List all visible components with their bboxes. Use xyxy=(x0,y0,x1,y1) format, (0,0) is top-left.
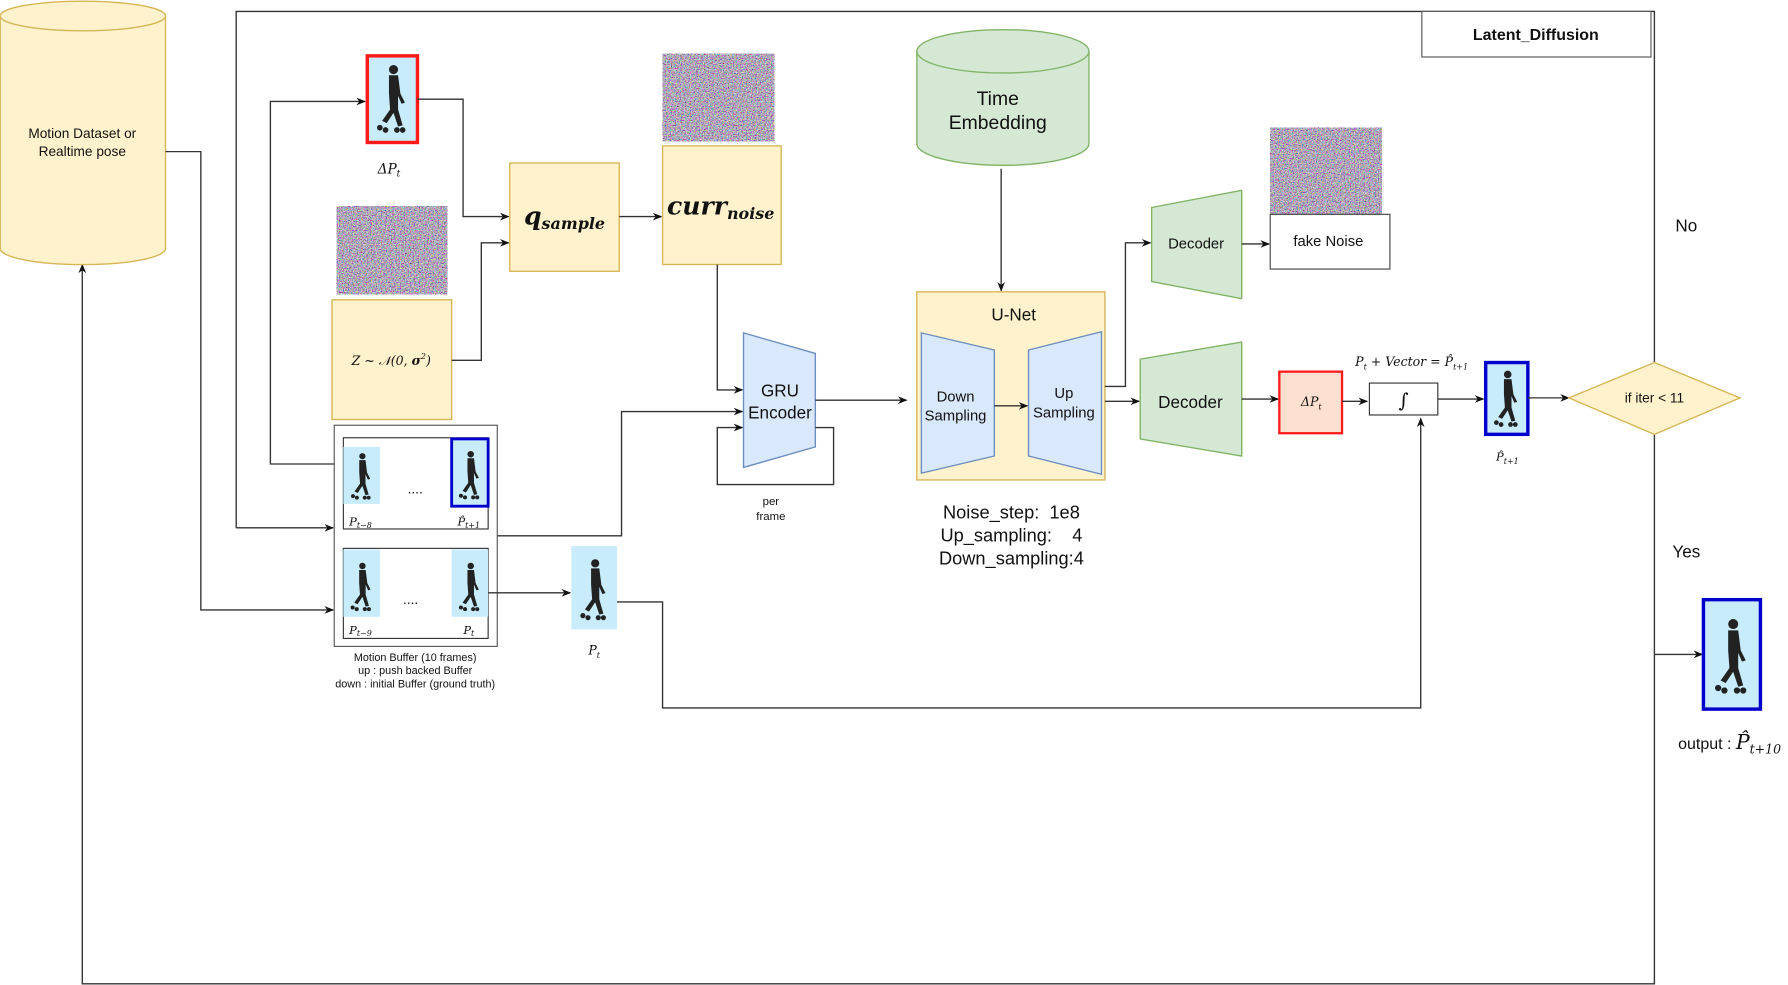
svg-text:Decoder: Decoder xyxy=(1168,237,1224,253)
svg-text:....: .... xyxy=(408,482,423,497)
motion-buffer: .... Pt−8 P̂t+1 .... Pt−9 Pt Motion Buff… xyxy=(333,424,498,690)
noise-image xyxy=(336,206,448,295)
svg-text:GRU: GRU xyxy=(761,382,799,401)
svg-text:Down: Down xyxy=(937,389,975,405)
z-to-qsample-arrow xyxy=(451,238,510,361)
per-frame-label: per xyxy=(763,496,780,508)
unet-block: U-Net Down Sampling Up Sampling xyxy=(916,291,1106,481)
buffer-to-delta-arrow xyxy=(269,97,366,465)
svg-text:Up: Up xyxy=(1054,386,1073,402)
svg-text:Pt: Pt xyxy=(462,623,475,638)
decoder-bottom: Decoder xyxy=(1139,341,1243,457)
time-embedding-cylinder: Time Embedding xyxy=(916,28,1090,166)
gru-loop-arrow xyxy=(716,423,835,486)
delta-to-qsample-arrow xyxy=(417,98,510,221)
title-text: Latent_Diffusion xyxy=(1473,27,1599,44)
svg-text:P̂t+1: P̂t+1 xyxy=(456,515,480,530)
gru-encoder: GRU Encoder xyxy=(742,331,817,469)
svg-text:currnoise: currnoise xyxy=(667,190,774,223)
svg-text:Down_sampling:4: Down_sampling:4 xyxy=(939,547,1084,569)
up-sampling-block xyxy=(1027,330,1103,476)
svg-text:Pt: Pt xyxy=(587,642,600,659)
unet-params: Noise_step: 1e8 Up_sampling: 4 Down_samp… xyxy=(939,502,1084,570)
svg-text:∫: ∫ xyxy=(1399,389,1409,412)
yes-label: Yes xyxy=(1672,542,1700,561)
noise-image xyxy=(1270,127,1382,215)
decoder-top: Decoder xyxy=(1150,189,1243,300)
svg-text:Sampling: Sampling xyxy=(925,409,987,425)
svg-text:P̂t+1: P̂t+1 xyxy=(1495,450,1519,466)
svg-text:ΔPt: ΔPt xyxy=(1300,394,1322,411)
svg-text:Time: Time xyxy=(977,88,1019,110)
pt-to-integral-arrow xyxy=(616,417,1425,709)
delta-pt-frame: ΔPt xyxy=(365,54,420,180)
svg-text:up : push backed Buffer: up : push backed Buffer xyxy=(358,665,473,677)
dataset-label-1: Motion Dataset or xyxy=(28,126,136,141)
no-label: No xyxy=(1675,216,1697,235)
svg-text:Z ~ 𝒩(0, σ2): Z ~ 𝒩(0, σ2) xyxy=(351,352,431,368)
per-frame-label: frame xyxy=(756,511,785,523)
output-frame: output : P̂t+10 xyxy=(1678,597,1781,757)
svg-text:Motion Buffer (10 frames): Motion Buffer (10 frames) xyxy=(354,652,477,664)
delta-pt-label: ΔPt xyxy=(377,161,401,179)
q-sample-box: qsample xyxy=(509,162,620,273)
dataset-label-2: Realtime pose xyxy=(39,144,126,159)
curr-to-gru-arrow xyxy=(716,264,744,394)
svg-text:Decoder: Decoder xyxy=(1158,393,1223,412)
svg-text:Noise_step: 1e8: Noise_step: 1e8 xyxy=(943,502,1080,524)
delta-pt-output-box: ΔPt xyxy=(1278,370,1344,435)
phat-frame: P̂t+1 xyxy=(1483,360,1530,466)
down-sampling-block xyxy=(920,332,996,474)
svg-text:Pt−9: Pt−9 xyxy=(348,623,372,638)
svg-text:Sampling: Sampling xyxy=(1033,405,1095,421)
pt-frame: Pt xyxy=(571,546,617,660)
frame-lines xyxy=(78,10,1704,985)
svg-text:Pt−8: Pt−8 xyxy=(348,515,372,530)
iteration-condition: if iter < 11 xyxy=(1567,361,1742,436)
svg-text:down : initial Buffer (ground: down : initial Buffer (ground truth) xyxy=(335,678,495,690)
title-box: Latent_Diffusion xyxy=(1421,10,1652,58)
svg-text:Encoder: Encoder xyxy=(748,403,812,422)
svg-text:if iter < 11: if iter < 11 xyxy=(1625,390,1684,405)
motion-dataset-cylinder: Motion Dataset or Realtime pose xyxy=(0,0,167,266)
noise-image xyxy=(662,53,775,142)
z-distribution-box: Z ~ 𝒩(0, σ2) xyxy=(331,299,453,421)
dataset-to-buffer-arrow xyxy=(165,150,335,614)
curr-noise-box: currnoise xyxy=(661,145,782,266)
svg-text:....: .... xyxy=(403,592,418,607)
output-label: output : P̂t+10 xyxy=(1678,730,1781,757)
svg-text:qsample: qsample xyxy=(524,201,605,234)
integral-box: ∫ xyxy=(1368,382,1439,416)
fake-noise-box: fake Noise xyxy=(1269,213,1391,270)
svg-text:Embedding: Embedding xyxy=(949,112,1047,134)
unet-to-decoder-top-arrow xyxy=(1104,238,1152,388)
svg-text:fake Noise: fake Noise xyxy=(1293,234,1363,250)
update-equation: Pt + Vector = P̂t+1 xyxy=(1354,354,1468,372)
svg-text:Up_sampling: 4: Up_sampling: 4 xyxy=(940,525,1082,547)
buffer-to-gru-arrow xyxy=(497,407,744,537)
svg-text:U-Net: U-Net xyxy=(991,305,1036,324)
